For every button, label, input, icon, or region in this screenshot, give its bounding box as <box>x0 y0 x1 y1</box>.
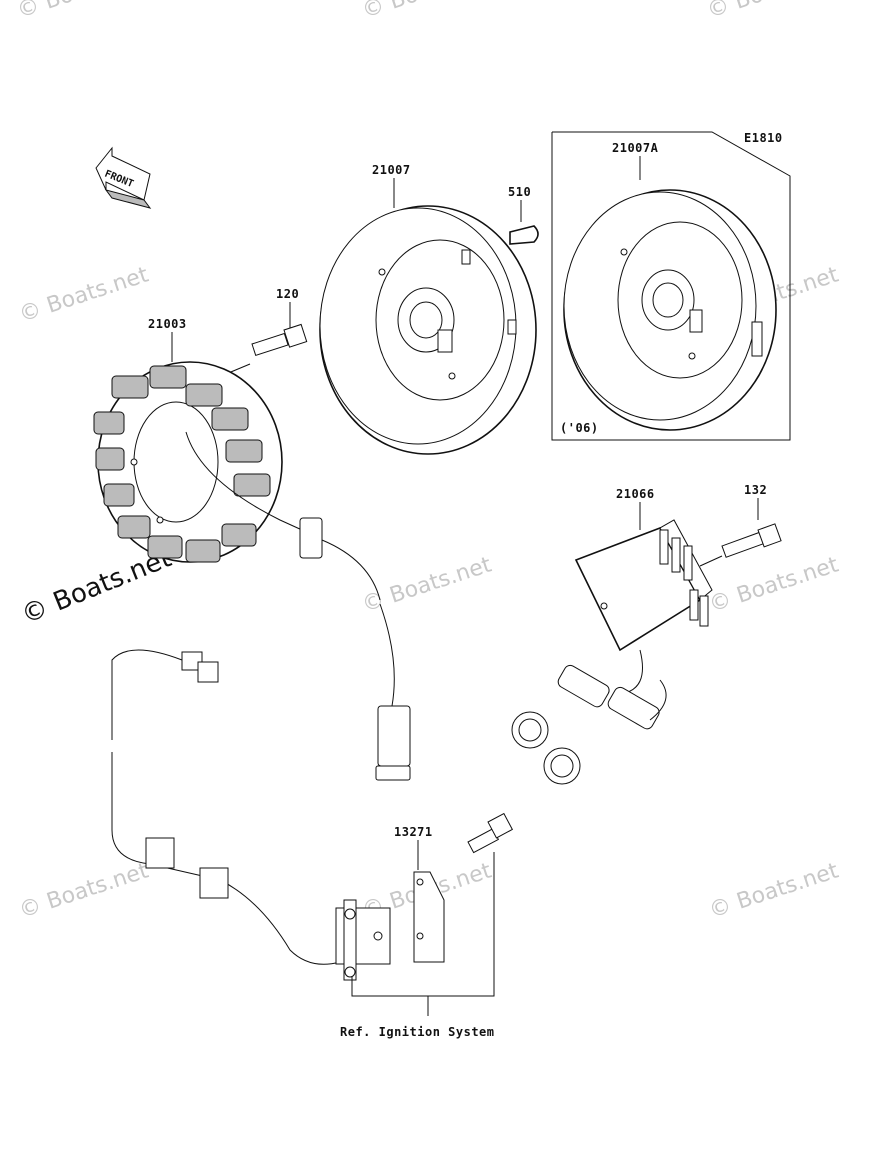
part-label-21007: 21007 <box>372 163 411 177</box>
watermark: © Boats.net <box>16 858 152 923</box>
watermark: © Boats.net <box>706 858 842 923</box>
part-label-21007a: 21007A <box>612 141 659 155</box>
part-label-120: 120 <box>276 287 299 301</box>
part-label-132: 132 <box>744 483 767 497</box>
bolt-132: 132 <box>699 483 782 567</box>
pickup-coil <box>335 871 445 981</box>
rotor-21007a <box>563 189 777 431</box>
watermark: © Boats.net <box>16 262 152 327</box>
watermark: © Boats.net <box>359 552 495 617</box>
bolt-13271: 13271 <box>394 812 514 870</box>
stator-21003: 21003 <box>93 317 411 781</box>
ref-label: Ref. Ignition System <box>340 1025 495 1039</box>
alt-rotor-frame: E1810 21007A ('06) <box>551 131 791 441</box>
watermark: © Boats.net <box>704 0 840 24</box>
year-note: ('06) <box>560 421 599 435</box>
rotor-21007: 21007 <box>319 163 537 455</box>
regulator-21066: 21066 <box>511 487 713 785</box>
part-label-13271: 13271 <box>394 825 433 839</box>
watermark: © Boats.net <box>706 552 842 617</box>
part-label-510: 510 <box>508 185 531 199</box>
watermark: © Boats.net <box>14 0 150 24</box>
front-arrow-icon: FRONT <box>95 146 152 209</box>
key-510: 510 <box>508 185 539 245</box>
bolt-120: 120 <box>225 287 308 375</box>
ref-bracket: Ref. Ignition System <box>340 852 495 1039</box>
part-label-21066: 21066 <box>616 487 655 501</box>
part-label-21003: 21003 <box>148 317 187 331</box>
watermark: © Boats.net <box>359 0 495 24</box>
pickup-harness <box>111 649 341 965</box>
code-label: E1810 <box>744 131 783 145</box>
